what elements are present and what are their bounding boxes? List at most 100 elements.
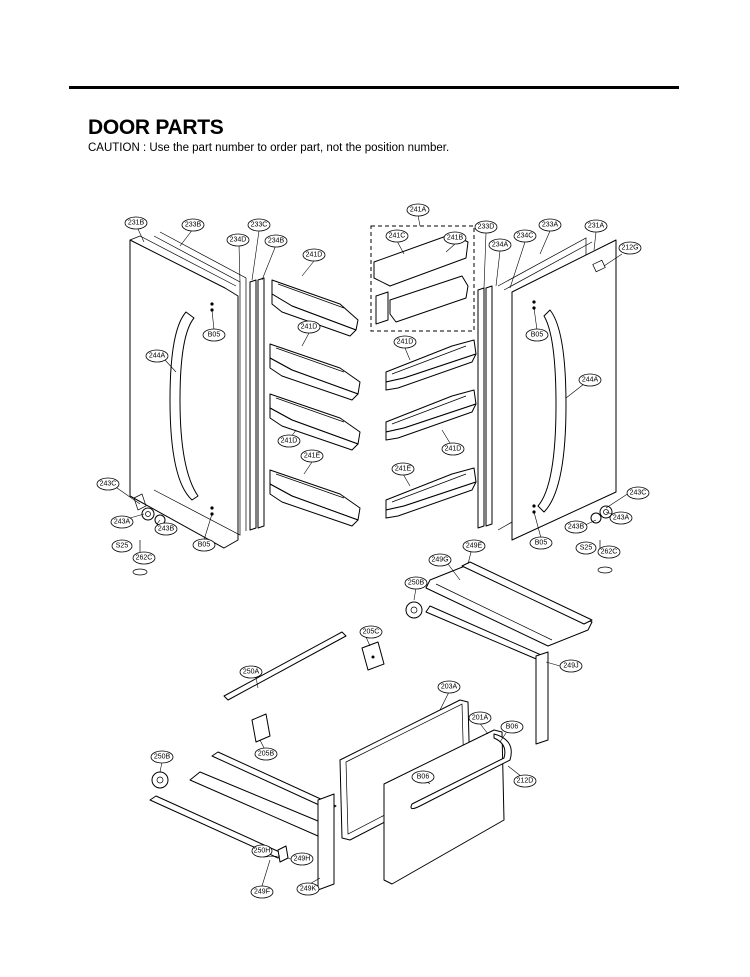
callout-241E-1: 241E bbox=[300, 449, 324, 463]
door-bin-241E-left bbox=[269, 469, 361, 527]
svg-text:201A: 201A bbox=[472, 715, 489, 722]
svg-text:250B: 250B bbox=[154, 754, 171, 761]
svg-text:244A: 244A bbox=[149, 353, 166, 360]
callout-233D: 233D bbox=[474, 220, 498, 234]
callout-244A-2: 244A bbox=[578, 373, 602, 387]
svg-text:205C: 205C bbox=[363, 629, 380, 636]
gear-250B-lower bbox=[151, 771, 169, 789]
svg-text:250A: 250A bbox=[243, 669, 260, 676]
svg-text:241D: 241D bbox=[445, 446, 462, 453]
door-bin-241D-2 bbox=[269, 343, 361, 401]
svg-text:205B: 205B bbox=[258, 751, 275, 758]
svg-text:231A: 231A bbox=[588, 223, 605, 230]
svg-text:212D: 212D bbox=[517, 778, 534, 785]
svg-text:234C: 234C bbox=[517, 233, 534, 240]
left-door-panel bbox=[129, 235, 239, 549]
callout-233B: 233B bbox=[181, 218, 205, 232]
drawer-rail-249E bbox=[461, 561, 593, 625]
door-bin-241D-3 bbox=[269, 393, 361, 451]
callout-241D-5: 241D bbox=[441, 442, 465, 456]
callout-203A: 203A bbox=[437, 680, 461, 694]
svg-text:249H: 249H bbox=[294, 856, 311, 863]
svg-text:249J: 249J bbox=[563, 663, 578, 670]
callout-241E-2: 241E bbox=[391, 462, 415, 476]
door-bin-241D-top bbox=[271, 279, 359, 337]
svg-text:233A: 233A bbox=[542, 222, 559, 229]
callout-249F: 249F bbox=[250, 885, 274, 899]
callout-243B-2: 243B bbox=[564, 520, 588, 534]
callout-205C: 205C bbox=[359, 625, 383, 639]
svg-text:241D: 241D bbox=[281, 438, 298, 445]
drawer-rail-249K bbox=[189, 751, 337, 891]
svg-text:233C: 233C bbox=[251, 222, 268, 229]
svg-text:234B: 234B bbox=[268, 238, 285, 245]
callout-233C: 233C bbox=[247, 218, 271, 232]
left-door-liner-strips bbox=[249, 277, 265, 531]
door-bin-241D-right-1 bbox=[385, 339, 477, 391]
door-bin-241E-right bbox=[385, 467, 477, 519]
svg-text:243C: 243C bbox=[630, 490, 647, 497]
callout-241D-3: 241D bbox=[393, 335, 417, 349]
callout-234A: 234A bbox=[488, 238, 512, 252]
svg-text:262C: 262C bbox=[136, 555, 153, 562]
callout-205B: 205B bbox=[254, 747, 278, 761]
clip-205B bbox=[251, 713, 271, 743]
callout-243A-1: 243A bbox=[110, 515, 134, 529]
svg-text:262C: 262C bbox=[601, 549, 618, 556]
callout-231A: 231A bbox=[584, 219, 608, 233]
svg-text:250H: 250H bbox=[254, 848, 271, 855]
svg-text:249E: 249E bbox=[466, 543, 483, 550]
svg-text:243A: 243A bbox=[613, 515, 630, 522]
callout-B05-3: B05 bbox=[525, 328, 549, 342]
callout-243A-2: 243A bbox=[609, 511, 633, 525]
svg-text:243B: 243B bbox=[568, 524, 585, 531]
callout-250H: 250H bbox=[251, 844, 273, 858]
svg-text:B06: B06 bbox=[417, 774, 430, 781]
svg-text:B05: B05 bbox=[531, 332, 544, 339]
callout-231B: 231B bbox=[124, 216, 148, 230]
callout-250B-1: 250B bbox=[404, 576, 428, 590]
callout-201A: 201A bbox=[468, 711, 492, 725]
right-door-handle bbox=[537, 309, 567, 513]
callout-241D-2: 241D bbox=[297, 320, 321, 334]
callout-212G: 212G bbox=[618, 241, 642, 255]
callout-244A-1: 244A bbox=[145, 349, 169, 363]
callout-249E: 249E bbox=[462, 539, 486, 553]
svg-text:234A: 234A bbox=[492, 242, 509, 249]
svg-text:233B: 233B bbox=[185, 222, 202, 229]
svg-text:241E: 241E bbox=[304, 453, 321, 460]
callout-241D-4: 241D bbox=[277, 434, 301, 448]
clip-250H bbox=[277, 845, 289, 863]
callout-243C-2: 243C bbox=[626, 486, 650, 500]
svg-text:B05: B05 bbox=[208, 332, 221, 339]
callout-249J: 249J bbox=[559, 659, 583, 673]
door-bin-241D-right-2 bbox=[385, 389, 477, 441]
drawer-rail-249G bbox=[425, 563, 593, 647]
svg-text:243C: 243C bbox=[100, 481, 117, 488]
callout-249H: 249H bbox=[290, 852, 314, 866]
svg-text:S25: S25 bbox=[580, 545, 593, 552]
svg-text:B05: B05 bbox=[535, 540, 548, 547]
svg-text:243B: 243B bbox=[158, 526, 175, 533]
svg-text:203A: 203A bbox=[441, 684, 458, 691]
clip-205C bbox=[361, 641, 385, 671]
svg-text:249G: 249G bbox=[431, 557, 448, 564]
callout-262C-2: 262C bbox=[597, 545, 621, 559]
svg-text:243A: 243A bbox=[114, 519, 131, 526]
callout-233A: 233A bbox=[538, 218, 562, 232]
svg-text:241C: 241C bbox=[389, 233, 406, 240]
callout-S25-1: S25 bbox=[111, 539, 133, 553]
callout-B05-2: B05 bbox=[192, 538, 216, 552]
drawer-rail-249J bbox=[425, 605, 549, 745]
svg-text:B05: B05 bbox=[198, 542, 211, 549]
caution-note: CAUTION : Use the part number to order p… bbox=[88, 142, 450, 154]
gasket-strip-250A bbox=[223, 631, 347, 701]
callout-250B-2: 250B bbox=[150, 750, 174, 764]
callout-241A: 241A bbox=[406, 203, 430, 217]
svg-text:233D: 233D bbox=[478, 224, 495, 231]
callout-250A: 250A bbox=[239, 665, 263, 679]
callout-B05-4: B05 bbox=[529, 536, 553, 550]
callout-B06-2: B06 bbox=[411, 770, 435, 784]
callout-243B-1: 243B bbox=[154, 522, 178, 536]
svg-text:S25: S25 bbox=[116, 543, 129, 550]
